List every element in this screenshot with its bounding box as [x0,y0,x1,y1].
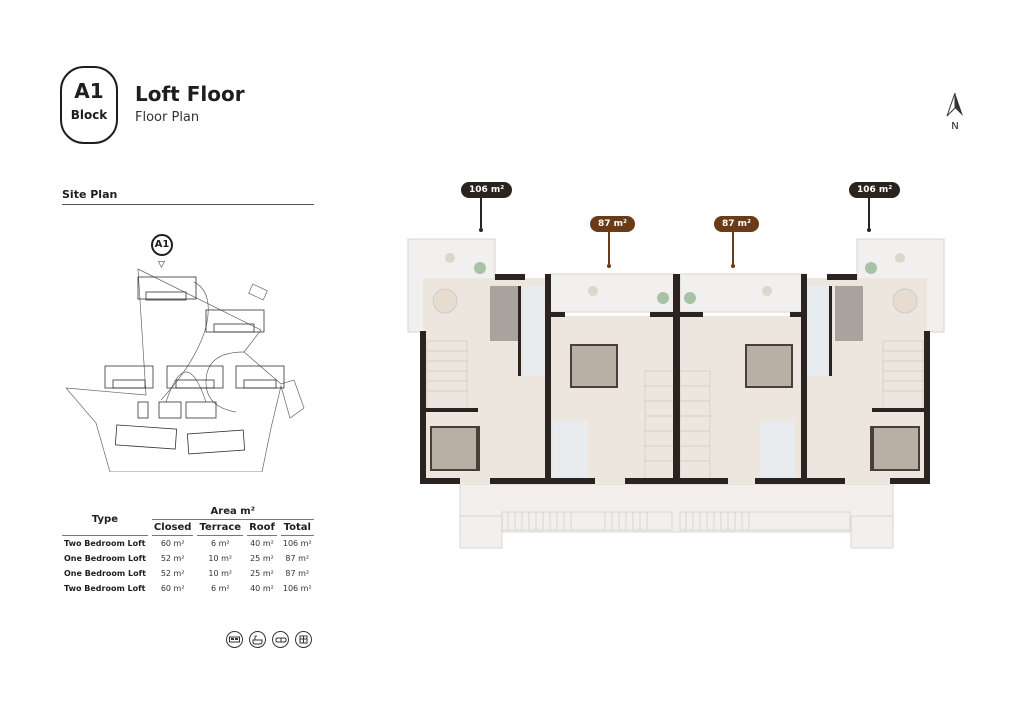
sofa-icon [272,631,289,648]
block-badge: A1 Block [60,66,118,144]
col-terrace: Terrace [197,520,244,536]
unit-area-tag: 87 m² [714,211,759,268]
dining-icon [295,631,312,648]
col-total: Total [280,520,314,536]
area-group-header: Area m² [151,504,314,520]
type-header: Type [62,504,148,536]
table-row: One Bedroom Loft 52 m² 10 m² 25 m² 87 m² [64,569,310,578]
compass-label: N [951,121,959,132]
table-row: One Bedroom Loft 52 m² 10 m² 25 m² 87 m² [64,554,310,563]
bed-icon [430,344,920,471]
bed-icon [226,631,243,648]
floor-plan-drawing [405,236,945,554]
table-row: Two Bedroom Loft 60 m² 6 m² 40 m² 106 m² [64,539,312,548]
block-label: Block [70,108,108,122]
col-closed: Closed [151,520,194,536]
site-plan-marker: A1 [151,234,173,256]
unit-area-tag: 87 m² [590,211,635,268]
north-arrow-icon [946,92,963,117]
col-roof: Roof [247,520,277,536]
block-code: A1 [74,79,104,103]
bathtub-icon [249,631,266,648]
marker-pointer-icon: ▽ [158,260,165,270]
section-divider [62,204,314,205]
area-table: Type Area m² Closed Terrace Roof Total T… [58,504,318,596]
unit-area-tag: 106 m² [849,177,901,232]
site-plan-title: Site Plan [62,188,118,201]
page-title: Loft Floor [135,82,245,106]
site-plan-map [65,232,306,473]
unit-area-tag: 106 m² [461,177,513,232]
page-subtitle: Floor Plan [135,110,200,125]
compass: N [943,92,967,132]
table-row: Two Bedroom Loft 60 m² 6 m² 40 m² 106 m² [64,584,312,593]
